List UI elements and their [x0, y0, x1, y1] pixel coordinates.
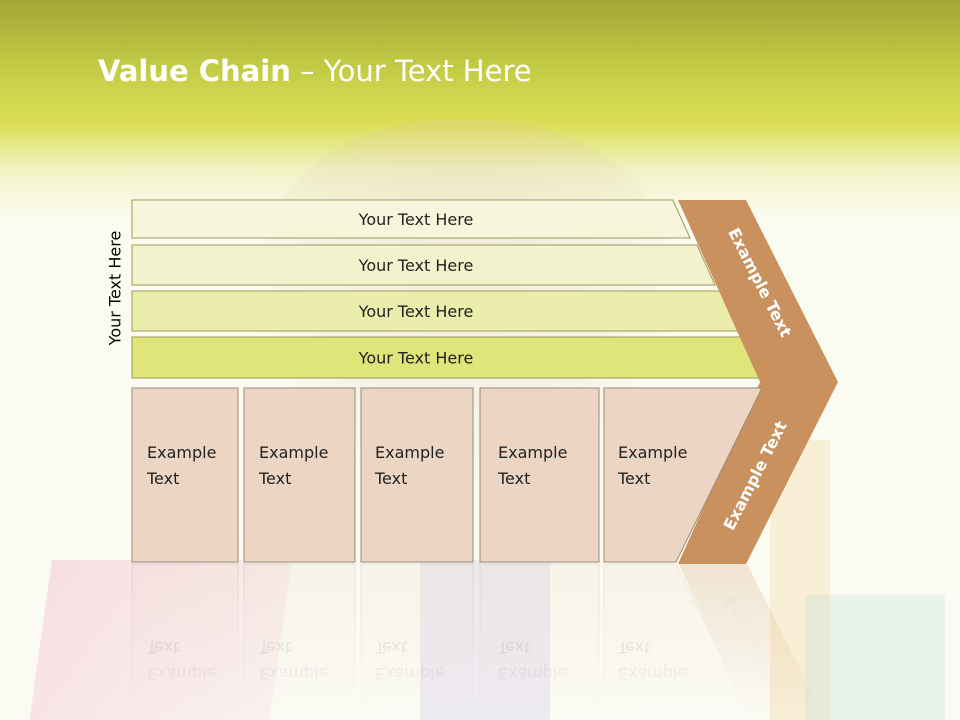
support-bar-shape [131, 199, 691, 239]
title-rest: – Your Text Here [290, 54, 532, 88]
primary-box-line1: Example [259, 443, 328, 462]
primary-box-shape [479, 387, 600, 563]
primary-box: Example Text [603, 387, 763, 563]
reflection-box [360, 563, 474, 720]
support-bar: Your Text Here [131, 290, 740, 332]
support-bar-label: Your Text Here [358, 256, 474, 275]
reflection-line2: Text [374, 638, 407, 657]
reflection-line2: Text [258, 638, 291, 657]
background-shopping-bag [420, 560, 550, 720]
primary-box-line1: Example [618, 443, 687, 462]
reflection-box [131, 563, 239, 720]
primary-box-line1: Example [147, 443, 216, 462]
reflection-line2: Text [617, 638, 650, 657]
support-bar: Your Text Here [131, 199, 691, 239]
support-bar: Your Text Here [131, 244, 716, 286]
support-bar-label: Your Text Here [358, 302, 474, 321]
primary-box: Example Text [243, 387, 356, 563]
primary-box: Example Text [131, 387, 239, 563]
reflection-line2: Text [146, 638, 179, 657]
primary-box-line2: Text [497, 469, 530, 488]
reflection-line1: Example [618, 664, 687, 683]
reflection-line1: Example [147, 664, 216, 683]
primary-box-line2: Text [146, 469, 179, 488]
primary-box-line2: Text [617, 469, 650, 488]
reflection-box [479, 563, 600, 720]
primary-box-line2: Text [374, 469, 407, 488]
primary-box-line2: Text [258, 469, 291, 488]
margin-chevron [678, 200, 838, 564]
reflection-line1: Example [375, 664, 444, 683]
support-bar-label: Your Text Here [358, 349, 474, 368]
title-bold: Value Chain [98, 54, 291, 88]
background-shopping-bag [805, 595, 945, 720]
primary-box-shape [360, 387, 474, 563]
reflection-chevron [678, 562, 826, 720]
primary-box-line1: Example [375, 443, 444, 462]
support-bar: Your Text Here [131, 336, 763, 379]
primary-box: Example Text [360, 387, 474, 563]
primary-box-line1: Example [498, 443, 567, 462]
primary-box-shape [243, 387, 356, 563]
reflection-line2: Text [497, 638, 530, 657]
reflection-box [243, 563, 356, 720]
boxes-reflection: Example Text Example Text Example Text E… [131, 562, 826, 720]
primary-box-shape [603, 387, 763, 563]
support-bar-shape [131, 244, 716, 286]
primary-box: Example Text [479, 387, 600, 563]
primary-box-shape [131, 387, 239, 563]
reflection-line1: Example [498, 664, 567, 683]
reflection-line1: Example [259, 664, 328, 683]
slide-title: Value Chain – Your Text Here [98, 54, 532, 88]
support-bar-label: Your Text Here [358, 210, 474, 229]
reflection-box [603, 563, 754, 720]
